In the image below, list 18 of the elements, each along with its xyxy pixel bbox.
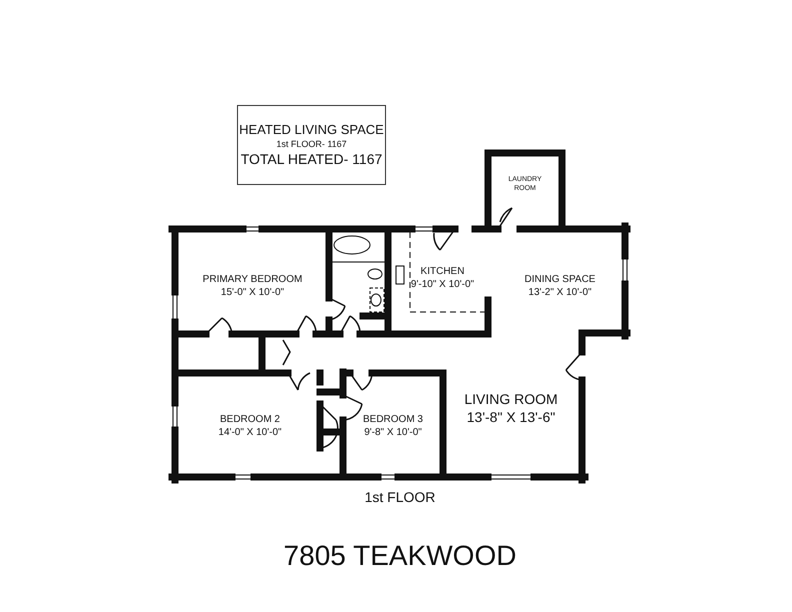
room-dimensions: 13'-2" X 10'-0" — [528, 286, 592, 299]
address-title: 7805 TEAKWOOD — [282, 540, 518, 572]
room-dimensions: 9'-8" X 10'-0" — [364, 426, 422, 439]
total-area-text: TOTAL HEATED- 1167 — [240, 150, 382, 168]
room-name: KITCHEN — [420, 265, 464, 278]
heading-text: HEATED LIVING SPACE — [239, 122, 384, 138]
room-name: DINING SPACE — [524, 273, 596, 286]
room-dimensions: 13'-8" X 13'-6" — [466, 408, 556, 426]
room-dimensions: 14'-0" X 10'-0" — [218, 426, 282, 439]
room-name: BEDROOM 2 — [220, 413, 280, 426]
room-name: BEDROOM 3 — [362, 413, 423, 426]
room-name: LIVING ROOM — [464, 390, 558, 408]
floor-area-text: 1st FLOOR- 1167 — [276, 138, 347, 150]
room-dimensions: 15'-0" X 10'-0" — [220, 286, 284, 299]
info-box — [237, 105, 386, 185]
floor-label: 1st FLOOR — [364, 489, 436, 505]
room-name: PRIMARY BEDROOM — [202, 273, 302, 286]
room-dimensions: 9'-10" X 10'-0" — [410, 278, 474, 291]
